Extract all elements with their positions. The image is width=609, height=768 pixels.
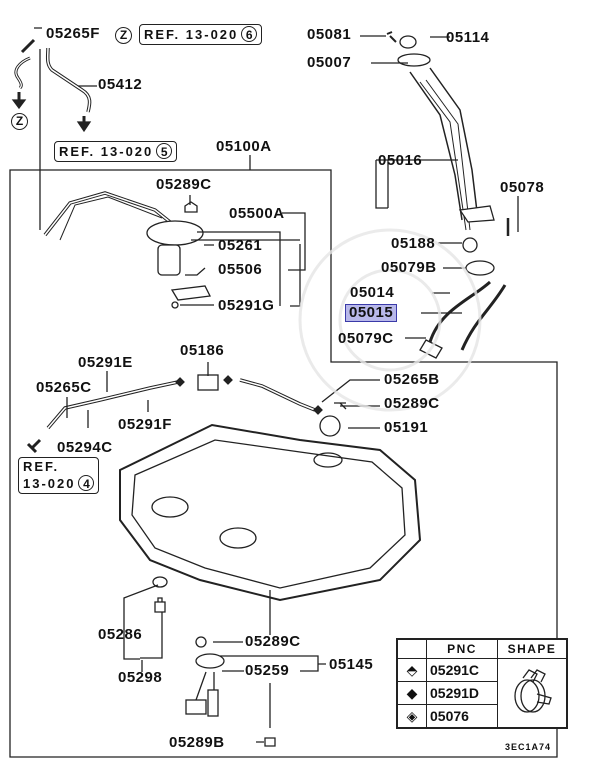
part-label-05079C[interactable]: 05079C — [338, 330, 394, 347]
part-label-05015-selected[interactable]: 05015 — [345, 304, 398, 322]
ref-number: 4 — [78, 475, 95, 491]
ref-text: 13-020 — [23, 476, 76, 491]
z-marker: Z — [11, 113, 28, 130]
fuel-pump-assembly — [43, 191, 211, 309]
part-label-05265F[interactable]: 05265F — [46, 25, 100, 42]
part-label-05289B[interactable]: 05289B — [169, 734, 225, 751]
clamp-shape-cell — [497, 658, 568, 729]
part-label-05145[interactable]: 05145 — [329, 656, 374, 673]
legend-pnc[interactable]: 05076 — [426, 704, 498, 729]
evap-line — [26, 374, 323, 454]
legend-header-row: PNC SHAPE — [396, 638, 568, 659]
frame-outline — [9, 169, 558, 758]
legend-pnc[interactable]: 05291D — [426, 681, 498, 705]
ref-number: 5 — [156, 143, 173, 159]
part-label-05081[interactable]: 05081 — [307, 26, 352, 43]
part-label-05259[interactable]: 05259 — [245, 662, 290, 679]
part-label-05265B[interactable]: 05265B — [384, 371, 440, 388]
part-label-05265C[interactable]: 05265C — [36, 379, 92, 396]
part-label-05506[interactable]: 05506 — [218, 261, 263, 278]
part-label-05079B[interactable]: 05079B — [381, 259, 437, 276]
part-label-05286[interactable]: 05286 — [98, 626, 143, 643]
part-label-05261[interactable]: 05261 — [218, 237, 263, 254]
leader-lines-filler — [360, 35, 519, 339]
part-label-05294C[interactable]: 05294C — [57, 439, 113, 456]
part-label-05289C[interactable]: 05289C — [384, 395, 440, 412]
part-label-05289C[interactable]: 05289C — [245, 633, 301, 650]
clamp-legend-table: PNC SHAPE ⬘ 05291C ◆ 05291D ◈ 05076 — [396, 638, 568, 729]
part-label-05100A[interactable]: 05100A — [216, 138, 272, 155]
part-label-05291G[interactable]: 05291G — [218, 297, 275, 314]
part-label-05078[interactable]: 05078 — [500, 179, 545, 196]
part-label-05289C[interactable]: 05289C — [156, 176, 212, 193]
part-label-05114[interactable]: 05114 — [446, 29, 490, 46]
legend-row: ◆ 05291D — [396, 681, 567, 705]
ref-text: REF. 13-020 — [144, 27, 239, 42]
part-label-05186[interactable]: 05186 — [180, 342, 225, 359]
legend-header-shape: SHAPE — [497, 638, 568, 659]
part-label-05500A[interactable]: 05500A — [229, 205, 285, 222]
part-label-05291E[interactable]: 05291E — [78, 354, 133, 371]
part-label-05016[interactable]: 05016 — [378, 152, 423, 169]
z-marker: Z — [115, 27, 132, 44]
leader-line — [34, 27, 251, 170]
diamond-cross-icon: ◈ — [396, 704, 427, 729]
part-label-05014[interactable]: 05014 — [350, 284, 395, 301]
illustration-code: 3EC1A74 — [505, 742, 552, 752]
legend-header-pnc: PNC — [426, 638, 498, 659]
part-label-05188[interactable]: 05188 — [391, 235, 436, 252]
filler-neck — [386, 31, 510, 359]
part-label-05191[interactable]: 05191 — [384, 419, 429, 436]
ref-number: 6 — [241, 26, 258, 42]
part-label-05291F[interactable]: 05291F — [118, 416, 172, 433]
part-label-05007[interactable]: 05007 — [307, 54, 352, 71]
bottom-parts — [152, 576, 276, 747]
hose-05265F — [11, 38, 36, 110]
part-label-05298[interactable]: 05298 — [118, 669, 163, 686]
legend-row: ⬘ 05291C — [396, 658, 568, 729]
part-label-05412[interactable]: 05412 — [98, 76, 143, 93]
ref-text: REF. — [23, 459, 60, 474]
hose-clamp-icon — [514, 668, 552, 713]
legend-header-symbol — [396, 638, 427, 659]
legend-row: ◈ 05076 — [396, 704, 567, 729]
fuel-tank — [119, 402, 422, 602]
legend-pnc[interactable]: 05291C — [426, 658, 498, 682]
ref-text: REF. 13-020 — [59, 144, 154, 159]
leader-lines-bottom — [123, 584, 326, 743]
watermark — [298, 228, 482, 412]
pipe-05412 — [45, 47, 92, 133]
diamond-filled-icon: ◆ — [396, 681, 427, 705]
diamond-half-icon: ⬘ — [396, 658, 427, 682]
